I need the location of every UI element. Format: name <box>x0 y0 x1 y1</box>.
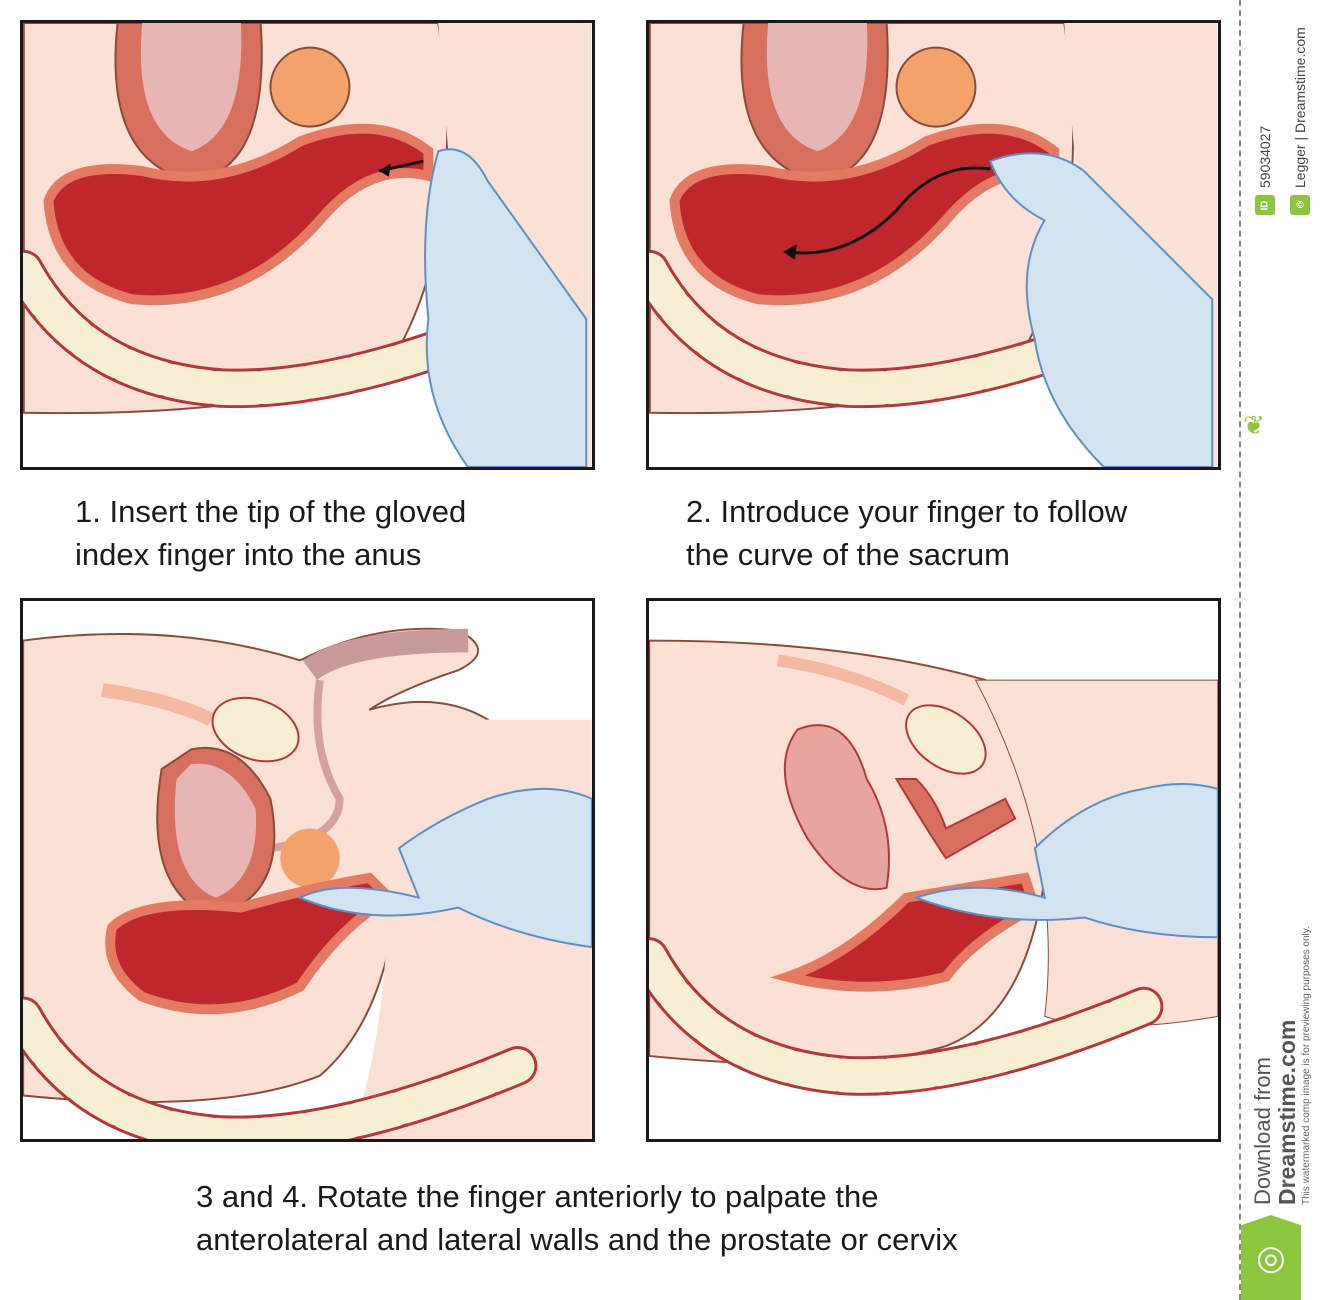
panel-step-1 <box>20 20 595 470</box>
watermark-notice: This watermarked comp image is for previ… <box>1301 926 1312 1205</box>
caption-line: index finger into the anus <box>75 537 422 572</box>
caption-line: the curve of the sacrum <box>686 537 1010 572</box>
id-badge-label: ID <box>1259 200 1271 210</box>
id-badge-icon: ID <box>1255 195 1275 215</box>
dreamstime-logo-icon: ◎ <box>1241 1215 1301 1300</box>
caption-step-1: 1. Insert the tip of the gloved index fi… <box>75 490 466 576</box>
leaf-logo-icon: ❦ <box>1243 410 1265 440</box>
caption-step-2: 2. Introduce your finger to follow the c… <box>686 490 1127 576</box>
illustration-step-1 <box>23 23 592 467</box>
illustration-step-3-male <box>23 627 592 1139</box>
sidebar-divider <box>1239 0 1241 1300</box>
caption-line: 2. Introduce your finger to follow <box>686 494 1128 529</box>
dreamstime-brand-text: Dreamstime.com <box>1274 1019 1300 1205</box>
image-id: 59034027 <box>1257 125 1273 188</box>
illustration-step-4-female <box>649 639 1218 1139</box>
caption-line: anterolateral and lateral walls and the … <box>196 1222 958 1257</box>
panel-step-4 <box>646 598 1221 1142</box>
caption-line: 1. Insert the tip of the gloved <box>75 494 467 529</box>
illustration-step-2 <box>649 23 1218 467</box>
caption-steps-3-4: 3 and 4. Rotate the finger anteriorly to… <box>196 1175 958 1261</box>
image-credit: Legger | Dreamstime.com <box>1292 27 1308 188</box>
copyright-icon: © <box>1290 195 1310 215</box>
panel-step-2 <box>646 20 1221 470</box>
panel-step-3 <box>20 598 595 1142</box>
caption-line: 3 and 4. Rotate the finger anteriorly to… <box>196 1179 879 1214</box>
download-from-text: Download from <box>1250 1057 1275 1205</box>
